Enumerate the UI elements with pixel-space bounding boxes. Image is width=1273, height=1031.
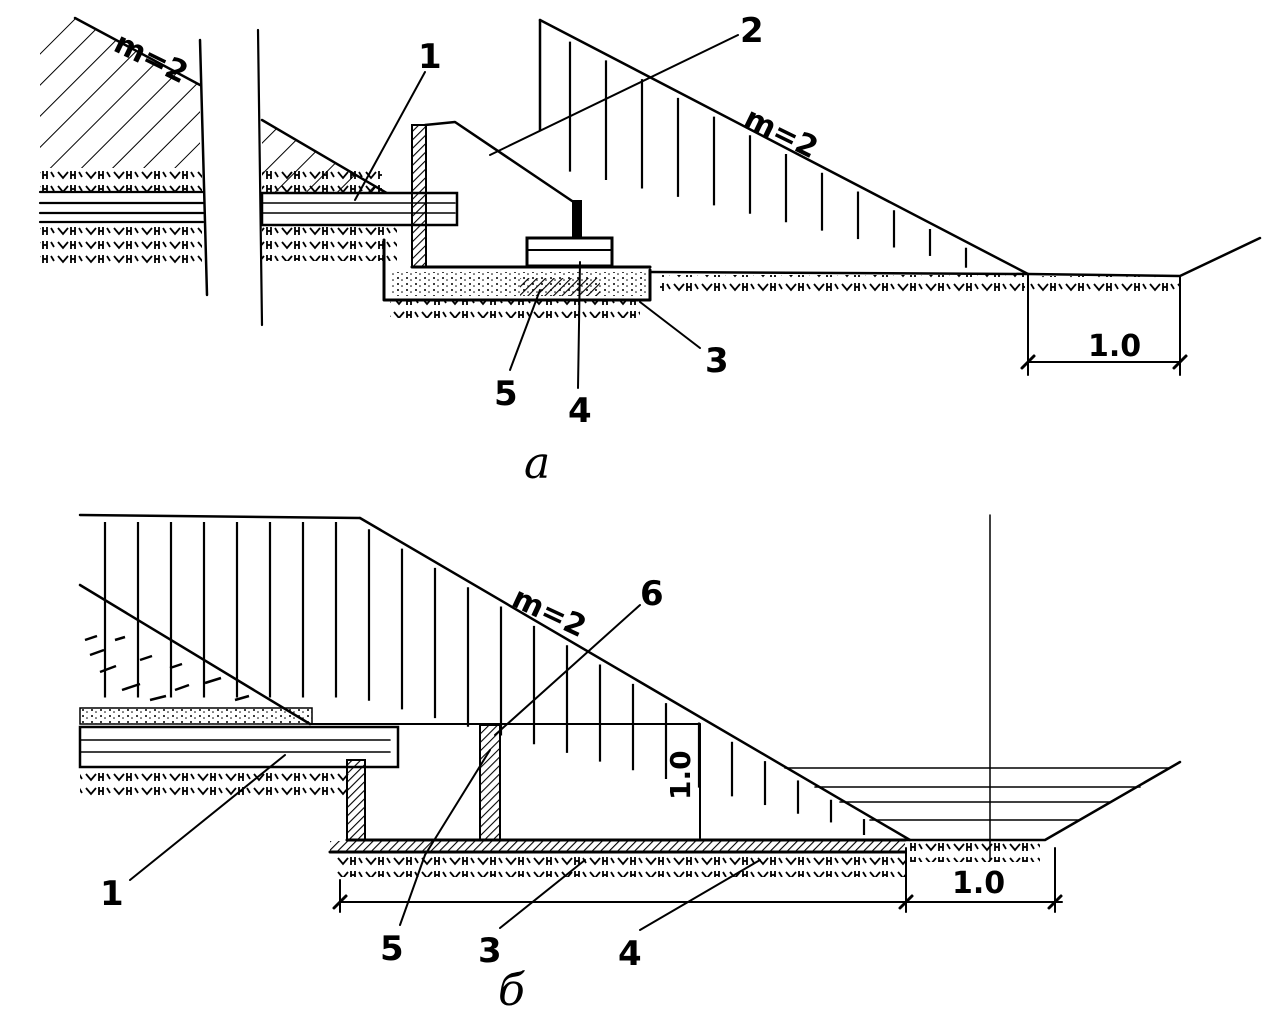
callout-a-5: 5	[494, 374, 518, 414]
pipe-b-1	[78, 725, 400, 769]
headwall	[411, 124, 427, 268]
ground-line	[390, 236, 1262, 318]
callout-a-2: 2	[740, 11, 764, 51]
callouts-a: 1 2 3 4 5	[354, 11, 764, 431]
callout-a-3: 3	[705, 341, 729, 381]
slope-label-b: m=2	[507, 581, 592, 645]
dimension-a-label: 1.0	[1088, 329, 1141, 364]
embankment-slope	[538, 18, 1030, 276]
slope-label-right: m=2	[738, 101, 823, 166]
caption-a: а	[524, 438, 550, 489]
callout-b-6: 6	[640, 574, 664, 614]
energy-block-4	[525, 236, 614, 268]
callout-b-4: 4	[618, 934, 642, 974]
callout-b-1: 1	[100, 874, 124, 914]
headwall-b	[346, 759, 366, 841]
figure-a: 1.0 m=2 m=2 1 2 3 4 5 а	[38, 11, 1262, 489]
callout-b-3: 3	[478, 931, 502, 971]
dimension-b-horizontal: 1.0	[952, 866, 1005, 901]
left-embankment-fragment	[38, 16, 209, 297]
baffle-wall-6	[479, 724, 501, 841]
break-line	[256, 28, 264, 327]
dimension-b: 1.0 1.0	[332, 750, 1063, 913]
dimension-a: 1.0	[1020, 273, 1188, 376]
basin-b	[328, 723, 907, 877]
callout-a-4: 4	[568, 391, 592, 431]
basin-structure	[382, 120, 652, 302]
callouts-b: 1 3 4 5 6	[100, 574, 761, 974]
callout-a-1: 1	[418, 37, 442, 77]
dimension-b-vertical: 1.0	[664, 750, 697, 800]
callout-b-5: 5	[380, 929, 404, 969]
figure-b: 1.0 1.0 m=2 1 3 4 5 6 б	[78, 513, 1182, 1016]
channel-b	[784, 514, 1182, 862]
inlet-fill	[78, 583, 701, 798]
pipe-1	[260, 191, 459, 227]
caption-b: б	[498, 965, 525, 1016]
